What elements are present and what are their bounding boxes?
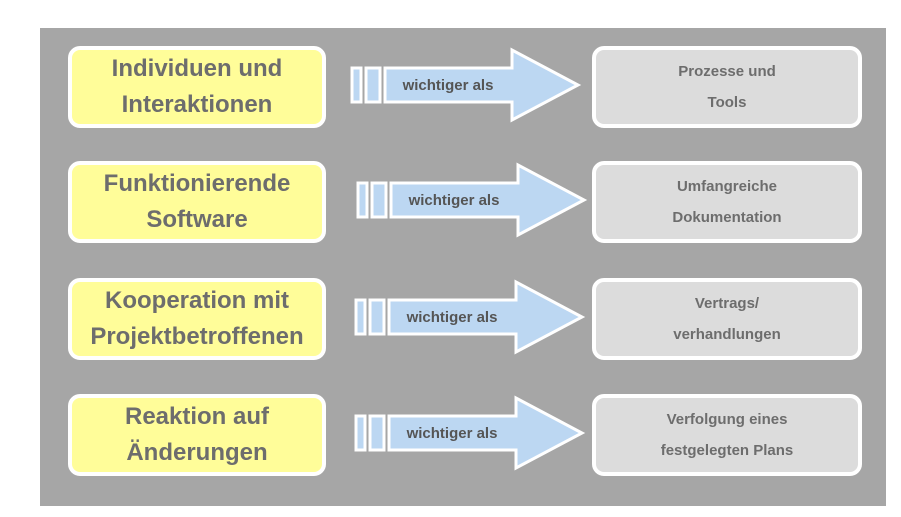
less-preferred-value-text: Verfolgung eines festgelegten Plans: [660, 411, 794, 459]
preferred-value-box: Funktionierende Software: [68, 161, 326, 243]
arrow-icon: wichtiger als: [354, 395, 586, 471]
preferred-value-box: Individuen und Interaktionen: [68, 46, 326, 128]
less-preferred-value-text: Prozesse und Tools: [678, 63, 776, 111]
less-preferred-value-text: Vertrags/ verhandlungen: [673, 295, 781, 343]
preferred-value-box: Reaktion auf Änderungen: [68, 394, 326, 476]
less-preferred-value-box: Prozesse und Tools: [592, 46, 862, 128]
arrow-icon: wichtiger als: [354, 279, 586, 355]
less-preferred-value-box: Umfangreiche Dokumentation: [592, 161, 862, 243]
arrow-icon: wichtiger als: [350, 47, 582, 123]
arrow-label: wichtiger als: [406, 424, 498, 442]
arrow-label: wichtiger als: [408, 191, 500, 209]
less-preferred-value-text: Umfangreiche Dokumentation: [672, 178, 782, 226]
less-preferred-value-box: Vertrags/ verhandlungen: [592, 278, 862, 360]
preferred-value-text: Kooperation mit Projektbetroffenen: [90, 287, 304, 350]
value-row-4: Reaktion auf Änderungen wichtiger als Ve…: [40, 394, 886, 484]
preferred-value-box: Kooperation mit Projektbetroffenen: [68, 278, 326, 360]
arrow-shape: [354, 279, 586, 355]
arrow-label: wichtiger als: [402, 76, 494, 94]
preferred-value-text: Funktionierende Software: [103, 170, 291, 233]
less-preferred-value-box: Verfolgung eines festgelegten Plans: [592, 394, 862, 476]
preferred-value-text: Reaktion auf Änderungen: [124, 403, 270, 466]
value-row-2: Funktionierende Software wichtiger als U…: [40, 161, 886, 251]
arrow-shape: [350, 47, 582, 123]
diagram-panel: Individuen und Interaktionen wichtiger a…: [40, 28, 886, 506]
arrow-shape: [354, 395, 586, 471]
value-row-3: Kooperation mit Projektbetroffenen wicht…: [40, 278, 886, 368]
value-row-1: Individuen und Interaktionen wichtiger a…: [40, 46, 886, 136]
preferred-value-text: Individuen und Interaktionen: [111, 55, 283, 118]
arrow-label: wichtiger als: [406, 308, 498, 326]
arrow-shape: [356, 162, 588, 238]
arrow-icon: wichtiger als: [356, 162, 588, 238]
